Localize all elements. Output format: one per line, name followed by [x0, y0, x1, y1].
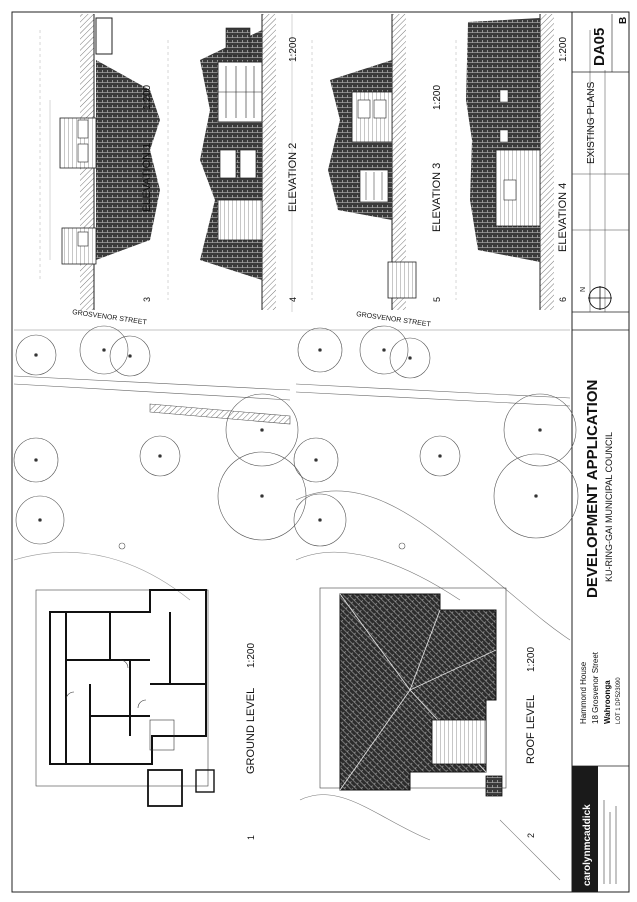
project-address: 18 Grosvenor Street: [591, 651, 600, 724]
elevation-4-drawing: [455, 14, 554, 310]
street-label-right: GROSVENOR STREET: [356, 311, 432, 328]
elevation-4-label: ELEVATION 4: [557, 183, 569, 252]
ground-level-number: 1: [246, 835, 256, 840]
elevation-4-scale: 1:200: [558, 37, 569, 62]
elevation-panel: ELEVATION 1 1:200 3 ELEVATION 2 1:200 4: [39, 14, 569, 312]
north-arrow: [588, 286, 612, 310]
sheet-title: EXISTING PLANS: [586, 81, 597, 164]
elevation-2-label: ELEVATION 2: [287, 143, 299, 212]
north-label: N: [580, 287, 587, 292]
roof-level-scale: 1:200: [526, 647, 537, 672]
roof-level-label: ROOF LEVEL: [525, 695, 537, 764]
sheet-border: [11, 11, 630, 893]
elevation-1-label: ELEVATION 1: [141, 143, 153, 212]
elevation-3-scale: 1:200: [432, 85, 443, 110]
elevation-1-number: 3: [142, 297, 152, 302]
elevation-2-drawing: [167, 14, 276, 310]
elevation-1-scale: 1:200: [142, 85, 153, 110]
firm-details-lines: [603, 800, 617, 884]
project-name: Hammond House: [579, 661, 588, 724]
street-label-left: GROSVENOR STREET: [72, 309, 148, 326]
elevation-3-label: ELEVATION 3: [431, 163, 443, 232]
elevation-4-number: 6: [558, 297, 568, 302]
ground-level-plan: [35, 589, 215, 807]
elevation-2-scale: 1:200: [288, 37, 299, 62]
roof-level-number: 2: [526, 833, 536, 838]
project-lot: LOT 1 DP523090: [616, 677, 622, 724]
ground-level-scale: 1:200: [246, 643, 257, 668]
site-plan-area: [13, 325, 579, 641]
elevation-2-number: 4: [288, 297, 298, 302]
council-name: KU-RING-GAI MUNICIPAL COUNCIL: [604, 432, 614, 582]
roof-level-plan: [299, 587, 561, 881]
firm-logo-box: [572, 766, 598, 892]
elevation-3-drawing: [311, 14, 417, 310]
elevation-1-drawing: [39, 14, 160, 310]
firm-name: carolynmcaddick: [582, 804, 593, 886]
revision: B: [618, 17, 629, 24]
development-application-heading: DEVELOPMENT APPLICATION: [584, 380, 601, 598]
drawing-number: DA05: [591, 28, 608, 66]
elevation-3-number: 5: [432, 297, 442, 302]
ground-level-label: GROUND LEVEL: [245, 688, 257, 774]
project-suburb: Wahroonga: [603, 680, 612, 724]
